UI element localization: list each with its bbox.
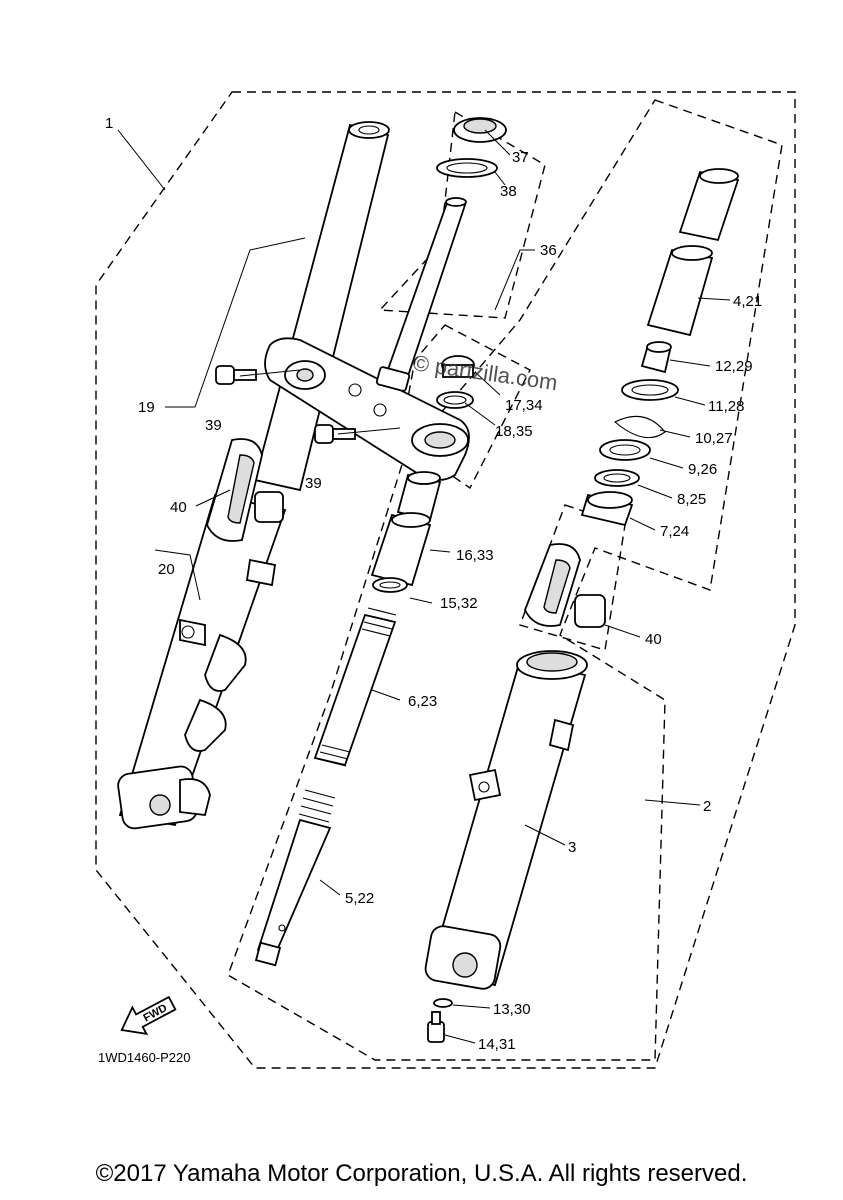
label-7-24: 7,24: [660, 523, 689, 540]
gasket-13-30: [433, 998, 453, 1008]
diagram-code: 1WD1460-P220: [98, 1050, 191, 1065]
label-19: 19: [138, 399, 155, 416]
label-14-31: 14,31: [478, 1036, 516, 1053]
spacer-16-33: [370, 512, 432, 587]
bushing-12-29: [640, 341, 672, 374]
label-3: 3: [568, 839, 576, 856]
leader-lines: [117, 129, 731, 1044]
label-6-23: 6,23: [408, 693, 437, 710]
label-12-29: 12,29: [715, 358, 753, 375]
right-fork-outer-tube-3: [424, 650, 588, 990]
label-2: 2: [703, 798, 711, 815]
damper-rod-36: [375, 197, 467, 392]
left-fork-guard-40: [206, 438, 284, 542]
label-4-21: 4,21: [733, 293, 762, 310]
label-36: 36: [540, 242, 557, 259]
fork-spring-6-23: [313, 607, 397, 767]
right-fork-guard-40: [524, 543, 606, 628]
copyright-notice: ©2017 Yamaha Motor Corporation, U.S.A. A…: [95, 1160, 748, 1187]
label-8-25: 8,25: [677, 491, 706, 508]
label-16-33: 16,33: [456, 547, 494, 564]
label-38: 38: [500, 183, 517, 200]
label-15-32: 15,32: [440, 595, 478, 612]
label-40-right: 40: [645, 631, 662, 648]
label-39-upper: 39: [205, 417, 222, 434]
oil-seal-9-26: [599, 439, 651, 461]
inner-tube-4-21: [646, 245, 714, 337]
label-18-35: 18,35: [495, 423, 533, 440]
washer-18-35: [436, 391, 474, 409]
washer-8-25: [594, 469, 640, 487]
left-fork-outer-tube: [117, 493, 287, 830]
fwd-arrow-icon: FWD: [120, 995, 177, 1036]
clip-10-27: [614, 415, 666, 439]
label-11-28: 11,28: [708, 398, 744, 415]
slide-bushing-upper: [678, 168, 740, 242]
label-20: 20: [158, 561, 175, 578]
cap-bolt-37: [453, 117, 507, 143]
o-ring-38: [436, 158, 498, 178]
bushing-7-24: [580, 491, 634, 527]
label-10-27: 10,27: [695, 430, 733, 447]
watermark: © partzilla.com: [411, 350, 559, 395]
label-9-26: 9,26: [688, 461, 717, 478]
bolt-39-lower: [314, 424, 356, 444]
label-37: 37: [512, 149, 529, 166]
fwd-label: FWD: [141, 1002, 169, 1024]
damper-rod-5-22: [254, 789, 336, 967]
bolt-14-31: [427, 1011, 445, 1043]
label-17-34: 17,34: [505, 397, 543, 414]
label-1: 1: [105, 115, 113, 132]
label-13-30: 13,30: [493, 1001, 531, 1018]
label-5-22: 5,22: [345, 890, 374, 907]
assembly-1-outline: [95, 91, 796, 1069]
nut-17-34: [441, 355, 475, 378]
washer-15-32: [372, 577, 408, 593]
label-39-lower: 39: [305, 475, 322, 492]
label-40-left: 40: [170, 499, 187, 516]
washer-11-28: [621, 379, 679, 401]
collar: [396, 471, 442, 522]
